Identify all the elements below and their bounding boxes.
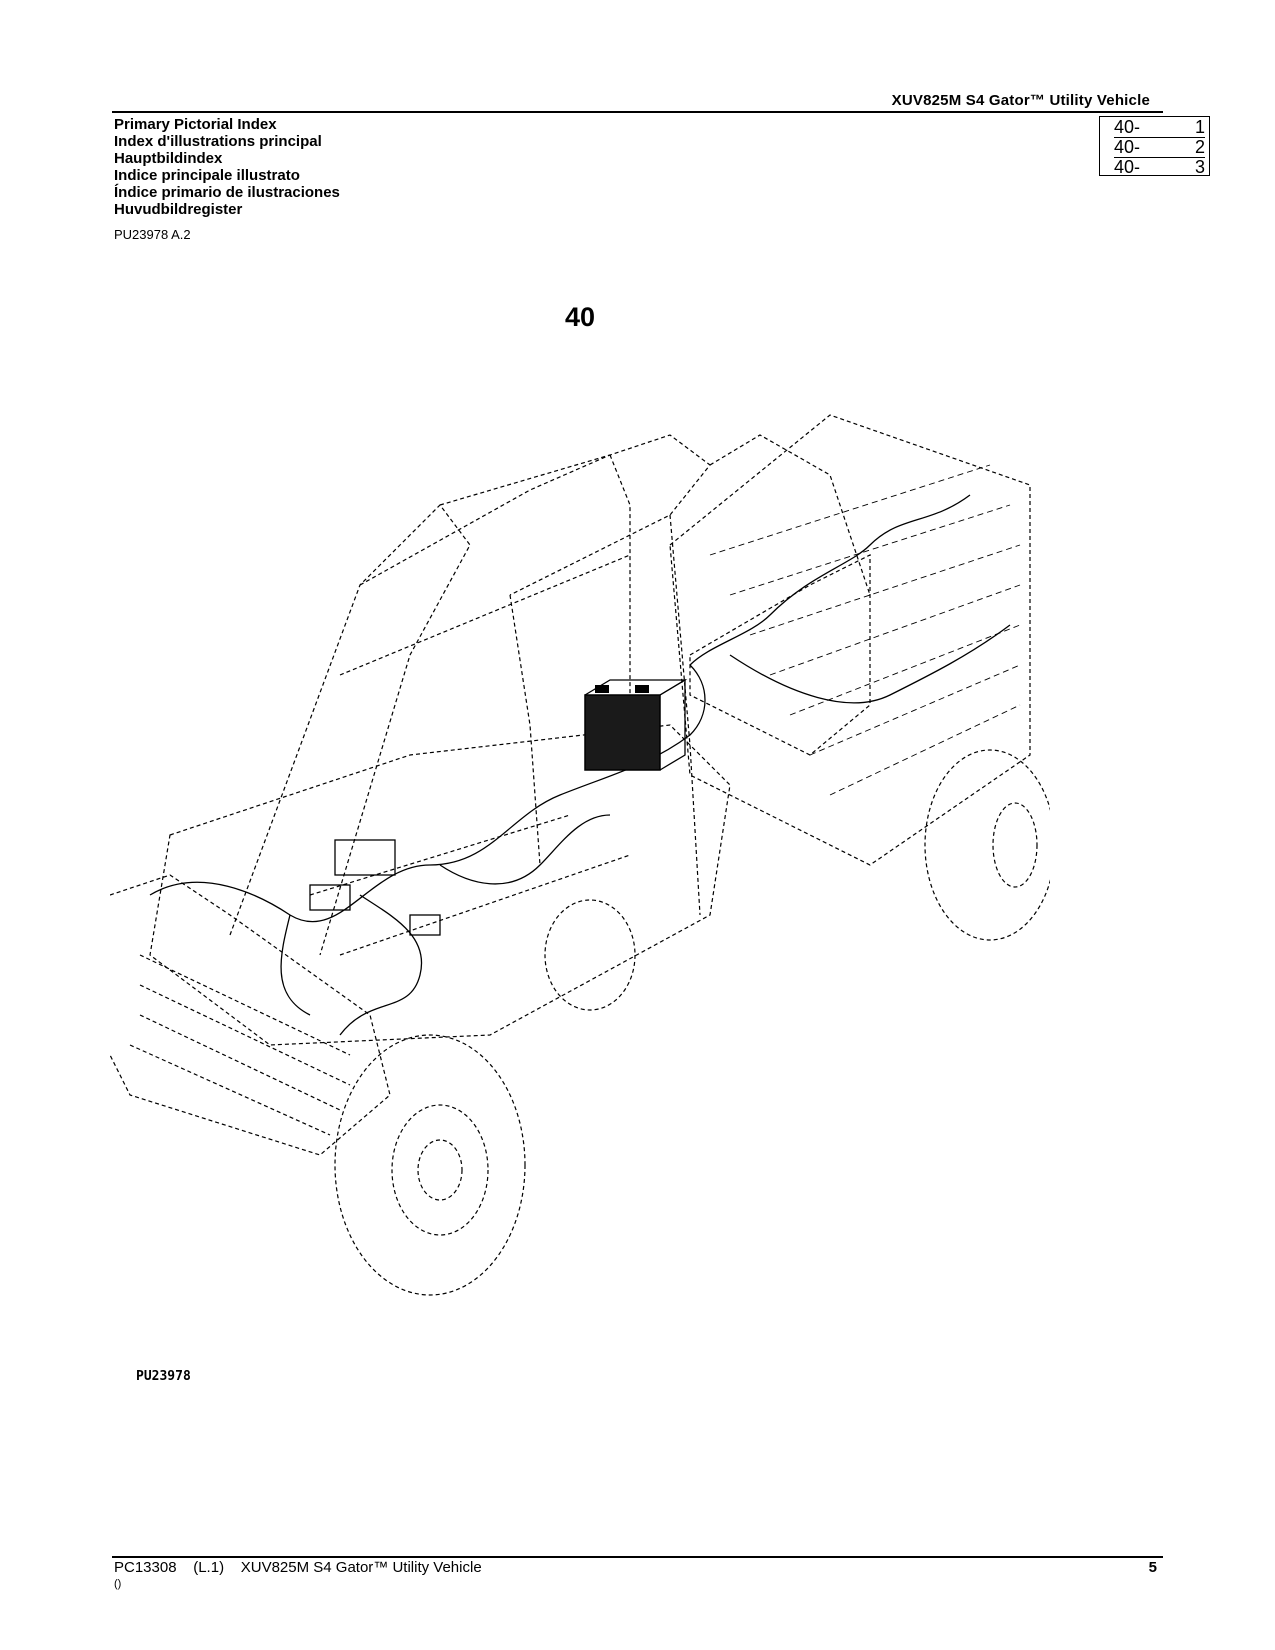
reference-section: 40-	[1114, 137, 1141, 157]
index-title-spanish: Índice primario de ilustraciones	[114, 184, 340, 201]
header-divider	[112, 111, 1163, 113]
footer-divider	[112, 1556, 1163, 1558]
page-reference-row[interactable]: 40- 3	[1114, 158, 1205, 177]
page-reference-row[interactable]: 40- 2	[1114, 138, 1205, 158]
footer-publication-line: PC13308 (L.1) XUV825M S4 Gator™ Utility …	[114, 1559, 482, 1576]
index-title-block: Primary Pictorial Index Index d'illustra…	[114, 116, 340, 218]
index-title-english: Primary Pictorial Index	[114, 116, 277, 133]
figure-identifier: PU23978	[136, 1369, 191, 1384]
reference-page: 3	[1194, 157, 1205, 177]
vehicle-wiring-illustration	[110, 414, 1050, 1296]
footer-subtext: ()	[114, 1578, 122, 1590]
index-title-swedish: Huvudbildregister	[114, 201, 243, 218]
index-title-italian: Indice principale illustrato	[114, 167, 300, 184]
index-title-french: Index d'illustrations principal	[114, 133, 322, 150]
index-title-german: Hauptbildindex	[114, 150, 223, 167]
reference-section: 40-	[1114, 117, 1141, 137]
reference-page: 2	[1194, 137, 1205, 157]
reference-section: 40-	[1114, 157, 1141, 177]
manual-header-title: XUV825M S4 Gator™ Utility Vehicle	[891, 92, 1150, 109]
document-reference: PU23978 A.2	[114, 227, 191, 242]
page-reference-box: 40- 1 40- 2 40- 3	[1099, 116, 1210, 177]
reference-page: 1	[1194, 117, 1205, 137]
section-number: 40	[565, 302, 596, 332]
page-reference-row[interactable]: 40- 1	[1114, 118, 1205, 138]
page-number: 5	[1148, 1559, 1157, 1576]
